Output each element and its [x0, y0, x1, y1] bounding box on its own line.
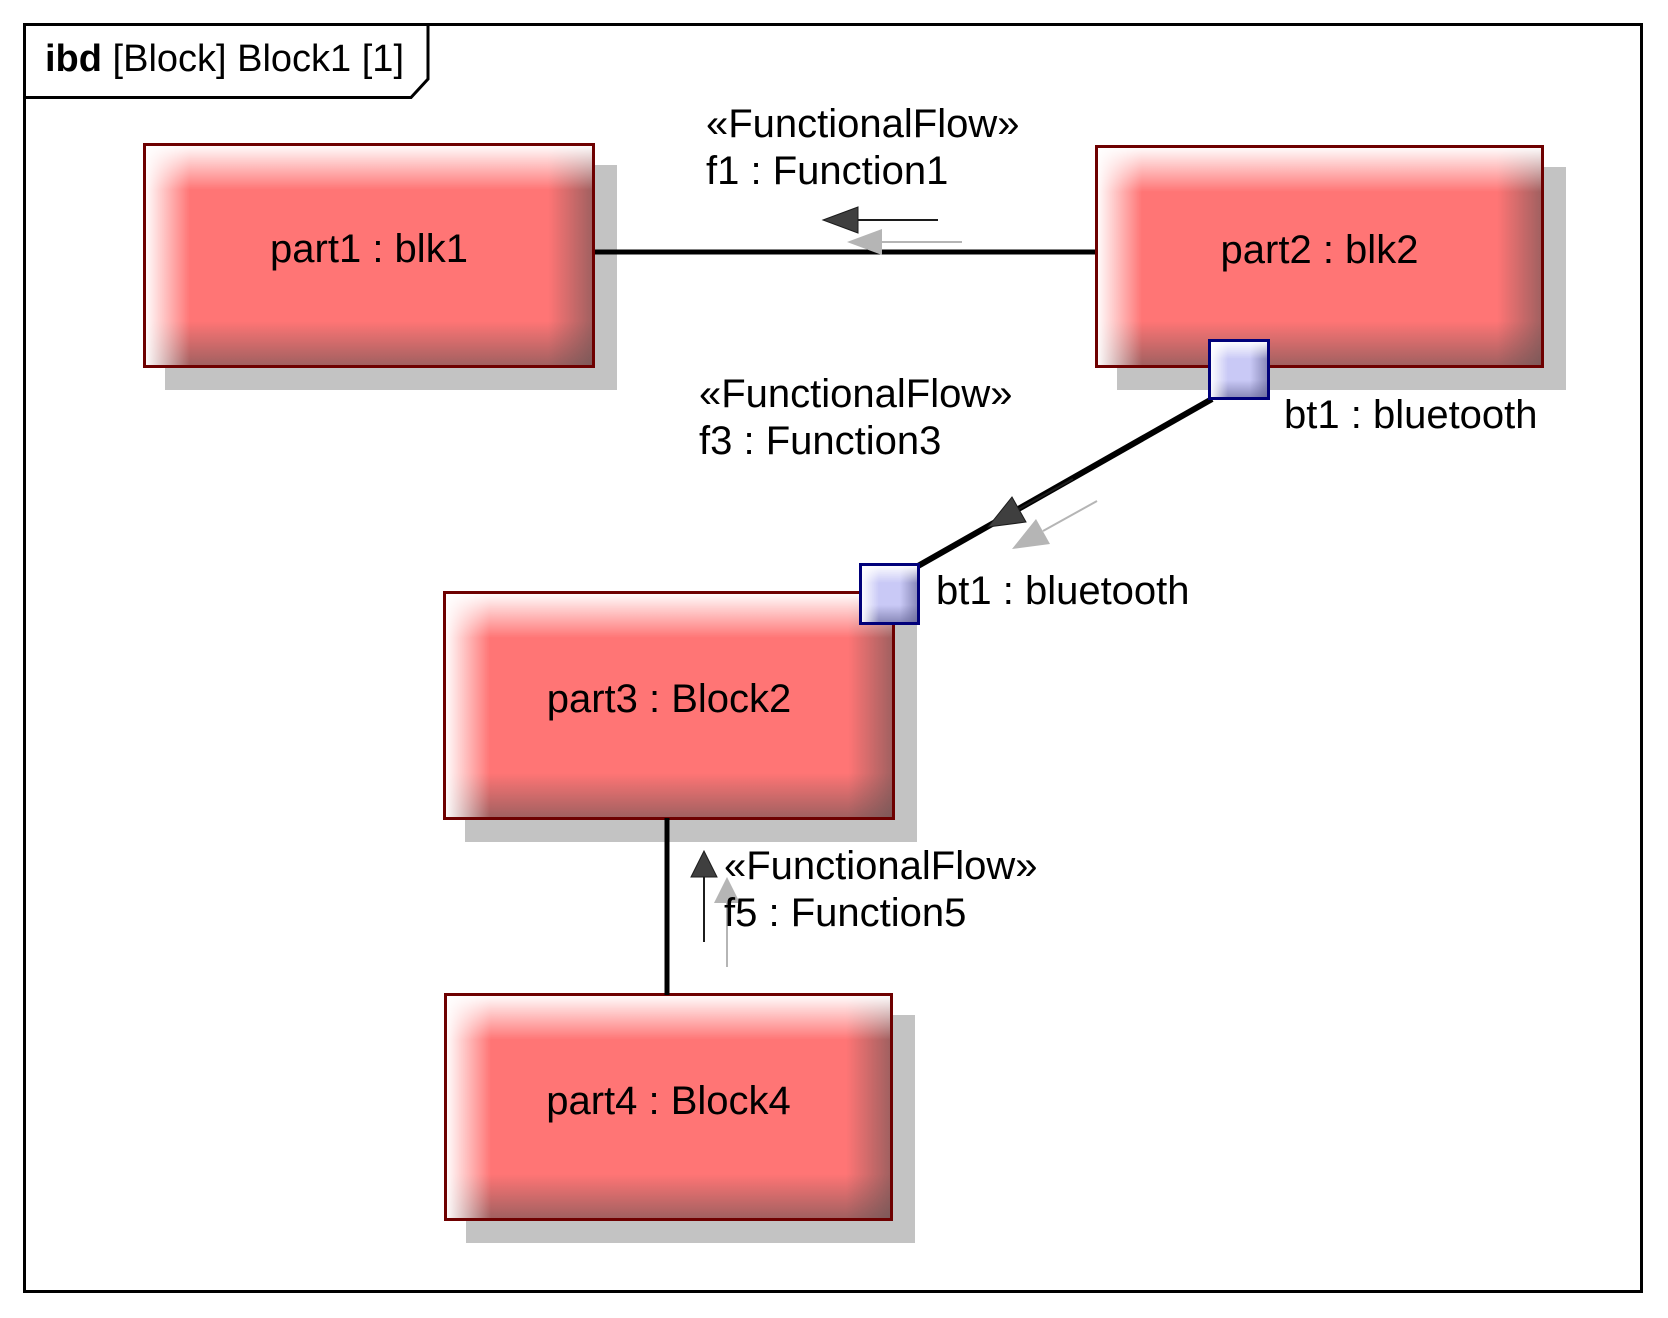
- frame-title: ibd [Block] Block1 [1]: [45, 36, 404, 82]
- flow-arrow-f3: [986, 478, 1074, 528]
- block-part2-label: part2 : blk2: [1220, 228, 1419, 272]
- connector-f5-label[interactable]: «FunctionalFlow» f5 : Function5: [724, 843, 1038, 937]
- connector-f3-name: f3 : Function3: [699, 419, 942, 463]
- frame-tab-shape: [23, 23, 430, 99]
- flow-arrow-f5-shadow: [714, 877, 740, 967]
- connector-f3-stereotype: «FunctionalFlow»: [699, 372, 1013, 416]
- connector-f5-stereotype: «FunctionalFlow»: [724, 844, 1038, 888]
- connector-f1-stereotype: «FunctionalFlow»: [706, 102, 1020, 146]
- frame-title-keyword: ibd: [45, 38, 102, 80]
- frame-title-text: [Block] Block1 [1]: [101, 38, 404, 80]
- port-bt1-on-part3-label[interactable]: bt1 : bluetooth: [936, 569, 1190, 613]
- port-bt1-on-part2[interactable]: [1208, 339, 1270, 400]
- connector-f5-name: f5 : Function5: [724, 891, 967, 935]
- flow-arrow-f5: [690, 849, 718, 942]
- diagram-frame-tab: [23, 23, 435, 103]
- block-part2[interactable]: part2 : blk2: [1095, 145, 1544, 368]
- block-part4[interactable]: part4 : Block4: [444, 993, 893, 1221]
- connector-f1-name: f1 : Function1: [706, 149, 949, 193]
- port-bt1-on-part3[interactable]: [859, 563, 920, 625]
- block-part1[interactable]: part1 : blk1: [143, 143, 595, 368]
- block-part4-label: part4 : Block4: [546, 1078, 791, 1123]
- flow-arrow-f1: [821, 206, 938, 234]
- port-bt1-on-part2-label[interactable]: bt1 : bluetooth: [1284, 393, 1538, 437]
- block-part3[interactable]: part3 : Block2: [443, 591, 895, 820]
- block-part1-label: part1 : blk1: [270, 227, 468, 271]
- flow-arrow-f1-shadow: [847, 229, 962, 255]
- flow-arrow-f3-shadow: [1012, 500, 1098, 549]
- connector-f3-label[interactable]: «FunctionalFlow» f3 : Function3: [699, 371, 1013, 465]
- block-part3-label: part3 : Block2: [546, 677, 792, 721]
- connector-f1-label[interactable]: «FunctionalFlow» f1 : Function1: [706, 101, 1020, 195]
